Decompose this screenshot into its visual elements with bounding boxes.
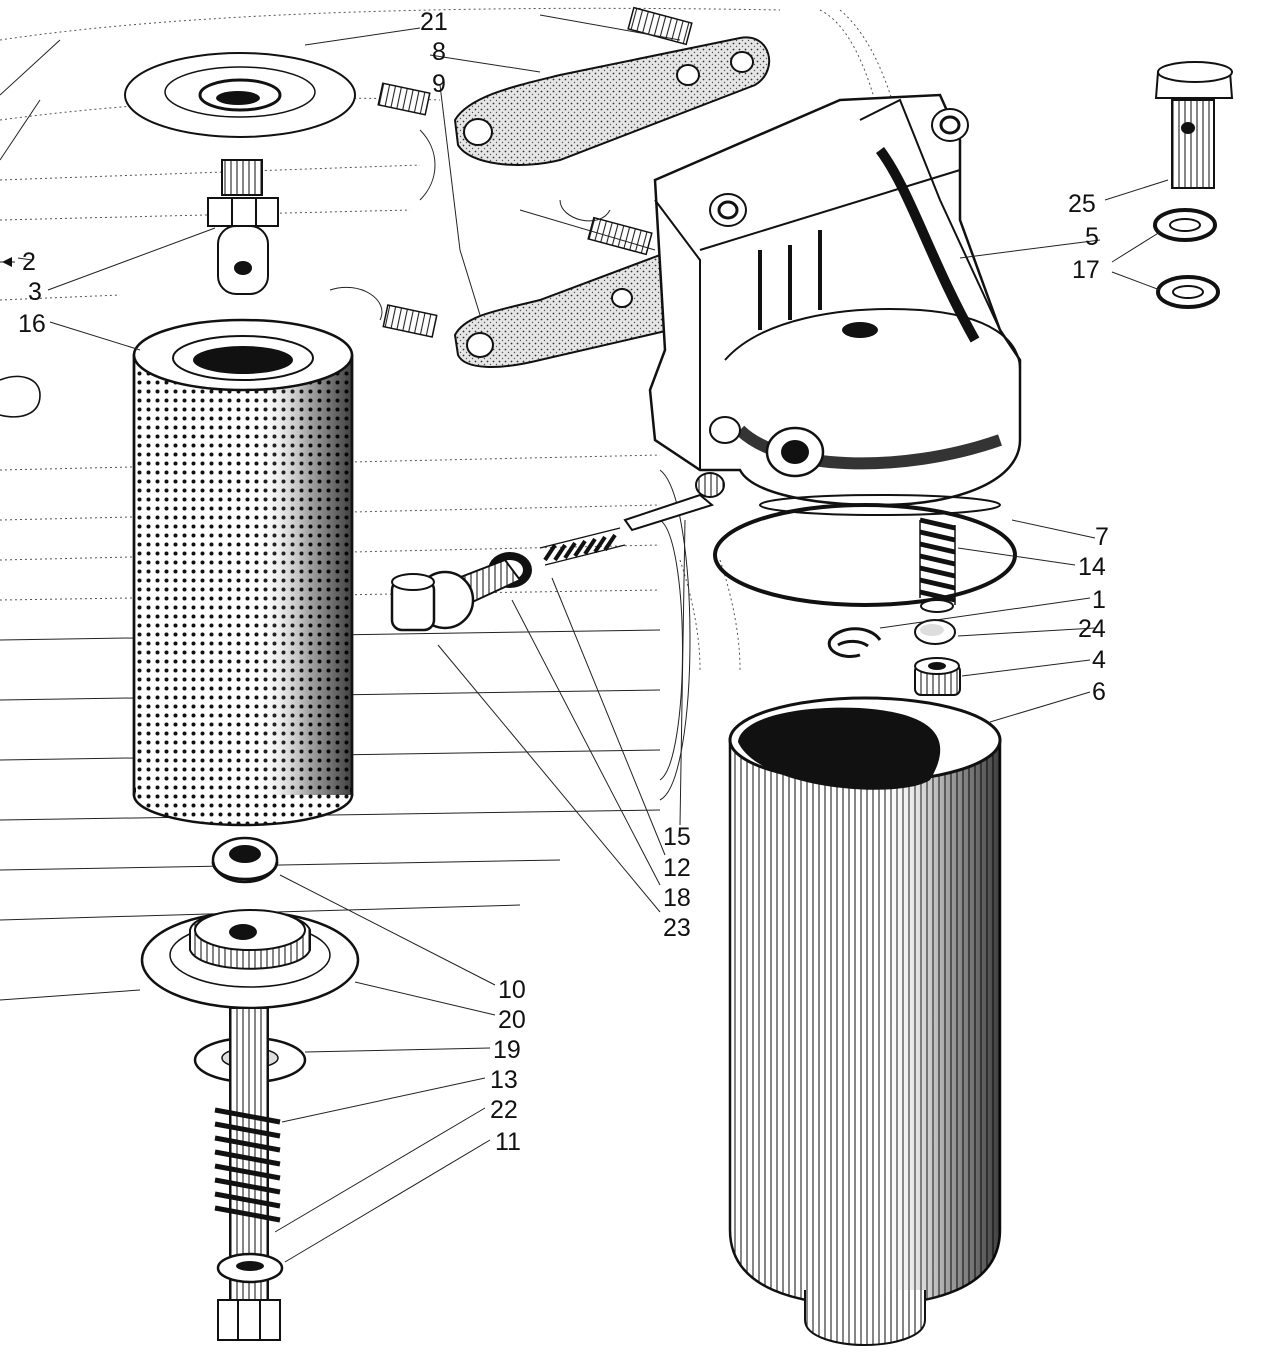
part-6-filter-bowl	[728, 696, 1002, 1347]
part-1-circlip	[827, 627, 882, 658]
callout-24: 24	[1078, 615, 1106, 643]
callout-19: 19	[493, 1036, 521, 1064]
callout-16: 16	[18, 310, 46, 338]
part-11-bolt-washer	[216, 1252, 284, 1284]
part-14-spring	[919, 517, 956, 613]
part-24-disc	[914, 619, 956, 645]
part-7-sealing-ring	[713, 503, 1017, 607]
callout-18: 18	[663, 884, 691, 912]
part-4-nut	[914, 657, 961, 696]
callout-20: 20	[498, 1006, 526, 1034]
part-23-valve-plug	[390, 558, 522, 632]
callout-labels: 21 8 9 2 3 16 25 5 17 7 14 1 24 4 6 15 1…	[18, 8, 1109, 1156]
mounting-studs	[329, 6, 693, 338]
callout-3: 3	[28, 278, 42, 306]
callout-15: 15	[663, 823, 691, 851]
callout-17: 17	[1072, 256, 1100, 284]
part-9-lower-bracket	[453, 253, 672, 368]
callout-10: 10	[498, 976, 526, 1004]
callout-14: 14	[1078, 553, 1106, 581]
part-12-valve-spring	[539, 527, 626, 566]
callout-11: 11	[495, 1128, 521, 1156]
part-17-sealing-washers	[1153, 208, 1220, 309]
callout-5: 5	[1085, 223, 1099, 251]
part-22-bolt-spring	[214, 1107, 281, 1223]
part-25-banjo-bolt	[1154, 61, 1234, 189]
callout-13: 13	[490, 1066, 518, 1094]
callout-6: 6	[1092, 678, 1106, 706]
callout-9: 9	[432, 70, 446, 98]
part-10-grommet	[211, 836, 279, 884]
callout-2: 2	[22, 248, 36, 276]
callout-23: 23	[663, 914, 691, 942]
part-15-valve-pin	[623, 472, 725, 532]
part-3-fitting	[207, 159, 279, 295]
part-20-bottom-plate	[140, 909, 360, 1010]
callout-25: 25	[1068, 190, 1096, 218]
part-8-upper-bracket	[453, 36, 771, 166]
part-2-arrowhead	[2, 257, 12, 267]
part-21-top-seal	[124, 52, 356, 138]
callout-7: 7	[1095, 523, 1109, 551]
part-5-filter-head	[648, 93, 1022, 516]
leader-lines	[0, 27, 1169, 1263]
callout-22: 22	[490, 1096, 518, 1124]
part-16-filter-element	[132, 318, 354, 827]
callout-12: 12	[663, 854, 691, 882]
callout-21: 21	[420, 8, 448, 36]
callout-8: 8	[432, 38, 446, 66]
callout-4: 4	[1092, 646, 1106, 674]
callout-1: 1	[1092, 586, 1106, 614]
